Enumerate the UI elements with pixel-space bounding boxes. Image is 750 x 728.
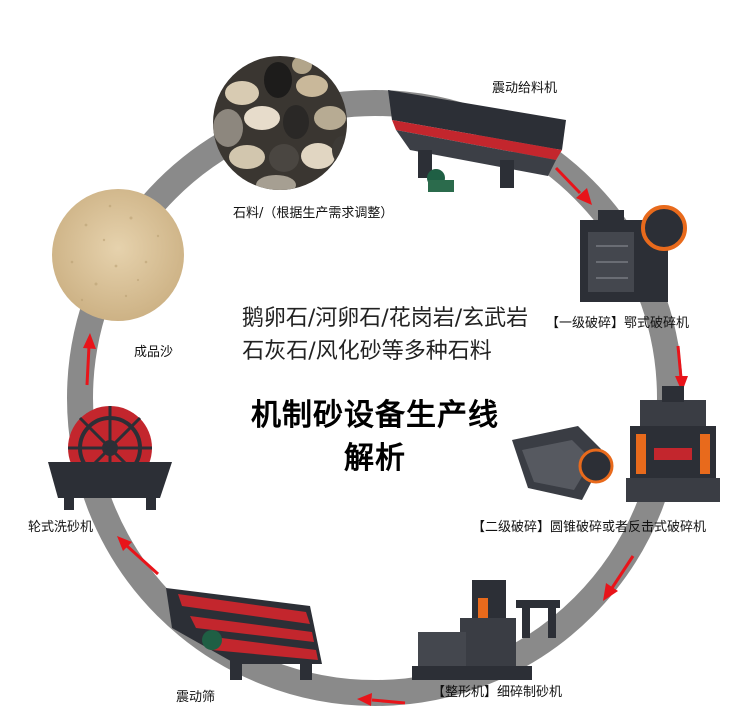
wheel-sand-washer-machine (48, 406, 172, 510)
jaw-crusher-machine (580, 205, 687, 302)
arrow-feeder-to-jaw (554, 166, 592, 205)
diagram-title: 机制砂设备生产线 (251, 398, 499, 433)
label-wheel-sand-washer: 轮式洗砂机 (28, 520, 94, 535)
diagram-title-subline: 解析 (344, 441, 406, 476)
vsi-sand-making-machine (412, 580, 560, 680)
raw-material-types-line-1: 鹅卵石/河卵石/花岗岩/玄武岩 (241, 306, 529, 331)
arrow-jaw-to-cone (675, 345, 688, 392)
arrow-screen-to-washer (117, 536, 160, 576)
arrow-washer-to-sand (83, 333, 96, 386)
pebbles-photo (213, 56, 347, 190)
label-vibrating-screen: 震动筛 (176, 690, 216, 705)
label-vsi-sand-maker: 【整形机】细碎制砂机 (432, 685, 563, 700)
vibrating-feeder-machine (388, 90, 566, 192)
label-jaw-crusher: 【一级破碎】鄂式破碎机 (546, 316, 690, 331)
label-cone-impact-crusher: 【二级破碎】圆锥破碎或者反击式破碎机 (472, 520, 707, 535)
cone-and-impact-crusher-machines (512, 386, 720, 502)
raw-material-types-line-2: 石灰石/风化砂等多种石料 (242, 339, 492, 364)
arrow-vsi-to-screen (357, 693, 406, 706)
label-finished-sand: 成品沙 (134, 345, 174, 360)
vibrating-screen-machine (166, 588, 322, 680)
arrow-cone-to-vsi (603, 555, 635, 601)
label-vibrating-feeder: 震动给料机 (492, 81, 558, 96)
finished-sand-photo (52, 189, 184, 321)
label-stone-material: 石料/（根据生产需求调整） (233, 206, 394, 221)
